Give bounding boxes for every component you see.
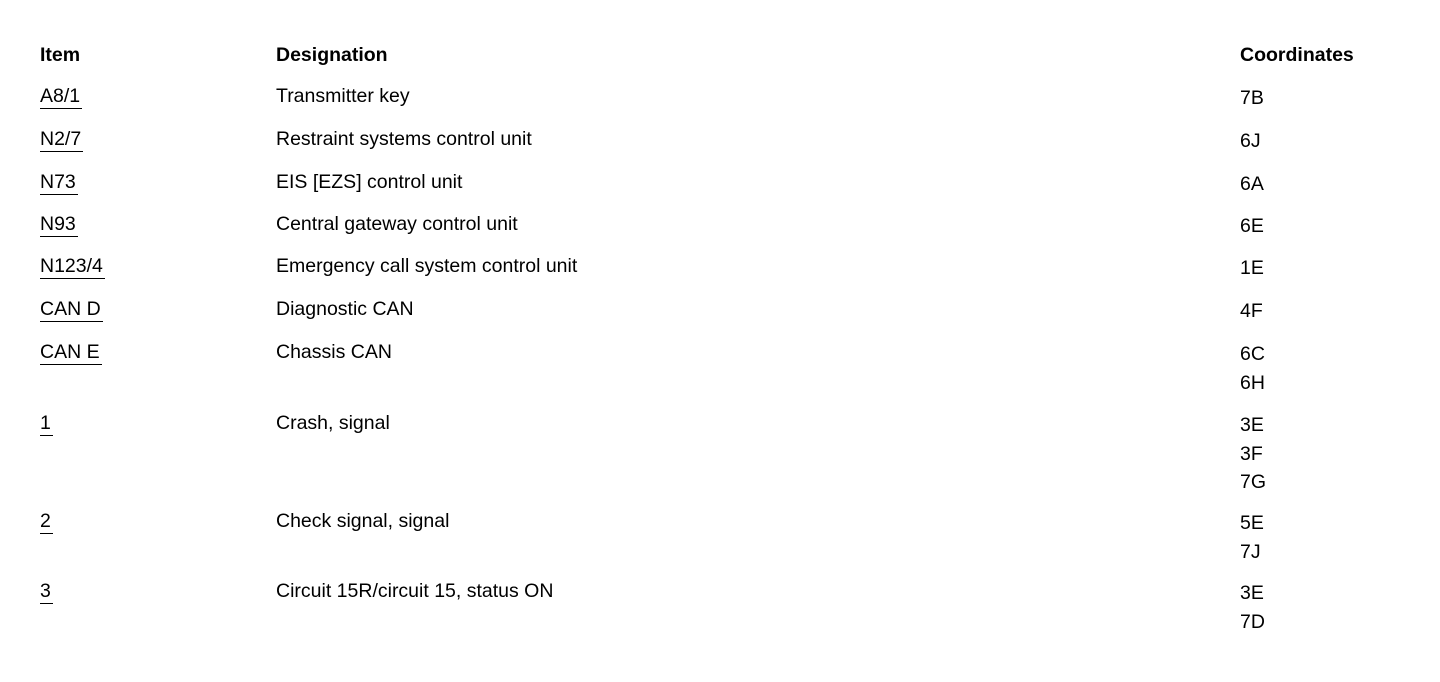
designation-cell: Emergency call system control unit (276, 255, 578, 277)
designation-cell: Diagnostic CAN (276, 298, 414, 320)
coordinates-cell: 4F (1240, 297, 1263, 326)
coordinate-value: 5E (1240, 512, 1264, 534)
coordinate-value: 6J (1240, 130, 1261, 152)
coordinate-value: 3E (1240, 582, 1264, 604)
item-reference-cell[interactable]: CAN D (40, 297, 103, 322)
item-reference-link[interactable]: N2/7 (40, 128, 84, 152)
item-reference-cell[interactable]: 3 (40, 579, 53, 604)
coordinates-cell: 6A (1240, 170, 1264, 199)
item-reference-cell[interactable]: N93 (40, 212, 78, 237)
designation-cell: Restraint systems control unit (276, 128, 532, 150)
column-header-coordinates: Coordinates (1240, 44, 1354, 66)
item-reference-cell[interactable]: N73 (40, 170, 78, 195)
coordinate-value: 6E (1240, 215, 1264, 237)
coordinates-cell: 1E (1240, 254, 1264, 283)
designation-cell: Chassis CAN (276, 341, 392, 363)
designation-cell: EIS [EZS] control unit (276, 171, 463, 193)
column-header-item: Item (40, 44, 81, 66)
coordinates-cell: 6E (1240, 212, 1264, 241)
coordinates-cell: 7B (1240, 84, 1264, 113)
coordinate-value: 1E (1240, 257, 1264, 279)
item-reference-link[interactable]: A8/1 (40, 85, 83, 109)
item-reference-link[interactable]: N123/4 (40, 255, 105, 279)
coordinates-cell: 3E 3F 7G (1240, 411, 1266, 497)
item-reference-link[interactable]: 3 (40, 580, 53, 604)
designation-cell: Central gateway control unit (276, 213, 518, 235)
designation-cell: Circuit 15R/circuit 15, status ON (276, 580, 554, 602)
column-header-designation: Designation (276, 44, 388, 66)
item-reference-link[interactable]: N73 (40, 171, 78, 195)
designation-cell: Check signal, signal (276, 510, 450, 532)
coordinate-value: 3F (1240, 442, 1263, 465)
item-reference-cell[interactable]: N2/7 (40, 127, 84, 152)
item-reference-cell[interactable]: 2 (40, 509, 53, 534)
item-reference-link[interactable]: 1 (40, 412, 53, 436)
item-reference-link[interactable]: CAN E (40, 341, 102, 365)
coordinate-value: 3E (1240, 414, 1264, 436)
coordinate-value: 6A (1240, 173, 1264, 195)
item-reference-cell[interactable]: A8/1 (40, 84, 83, 109)
coordinate-value: 4F (1240, 300, 1263, 322)
designation-cell: Transmitter key (276, 85, 410, 107)
coordinate-value: 7D (1240, 610, 1265, 633)
coordinate-value: 7B (1240, 87, 1264, 109)
coordinates-cell: 6J (1240, 127, 1261, 156)
designation-cell: Crash, signal (276, 412, 390, 434)
item-reference-cell[interactable]: CAN E (40, 340, 102, 365)
item-reference-link[interactable]: 2 (40, 510, 53, 534)
item-reference-cell[interactable]: 1 (40, 411, 53, 436)
coordinate-value: 6H (1240, 371, 1265, 394)
coordinate-value: 7J (1240, 540, 1261, 563)
coordinate-value: 7G (1240, 471, 1267, 493)
item-reference-link[interactable]: CAN D (40, 298, 103, 322)
item-reference-link[interactable]: N93 (40, 213, 78, 237)
item-reference-cell[interactable]: N123/4 (40, 254, 105, 279)
coordinate-value: 6C (1240, 343, 1265, 365)
